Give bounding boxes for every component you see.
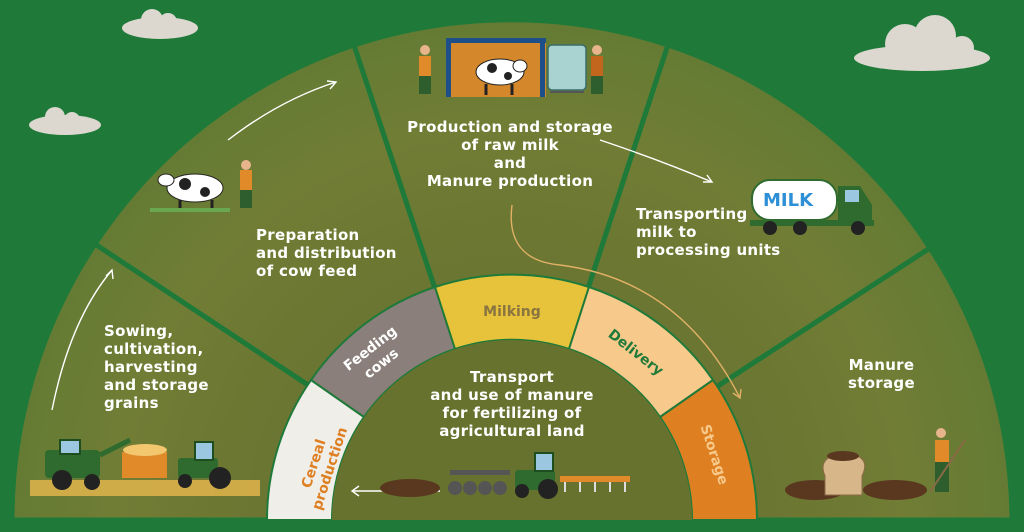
farmer-icon xyxy=(419,45,431,94)
cow-icon xyxy=(150,173,230,212)
tractor-icon xyxy=(178,441,231,489)
label-transport-milk: Transporting milk to processing units xyxy=(636,205,781,259)
inner-ring xyxy=(265,273,759,521)
wedge-milk-production xyxy=(350,17,672,528)
tractor-icon xyxy=(515,452,558,499)
cloud-icon xyxy=(854,15,990,71)
cow-icon xyxy=(475,58,528,95)
cultivator-icon xyxy=(448,470,510,495)
cloud-icon xyxy=(29,107,101,135)
ring-label-milking: Milking xyxy=(483,304,541,320)
label-manure-storage: Manure storage xyxy=(848,356,915,392)
arrow-milk-to-manure xyxy=(510,204,741,399)
combine-harvester-icon xyxy=(30,437,260,496)
cloud-icon xyxy=(122,9,198,39)
label-milk-production: Production and storage of raw milk and M… xyxy=(407,118,613,190)
center-area xyxy=(332,340,692,520)
arrow-milk-to-transport xyxy=(599,139,713,183)
pitchfork-icon xyxy=(929,439,966,493)
label-sowing: Sowing, cultivation, harvesting and stor… xyxy=(104,322,209,412)
milk-truck-icon: MILK xyxy=(750,179,874,235)
ring-storage xyxy=(658,378,759,521)
arrow-feed-to-milk xyxy=(227,81,337,141)
milk-tank-icon xyxy=(547,44,587,93)
farmer-icon xyxy=(240,160,252,208)
sack-icon xyxy=(822,451,866,496)
spreader-icon xyxy=(560,476,630,492)
truck-label: MILK xyxy=(763,190,814,211)
farmer-icon xyxy=(591,45,603,94)
manure-pile-icon xyxy=(380,479,440,497)
label-feed-preparation: Preparation and distribution of cow feed xyxy=(256,226,397,280)
arrow-sowing-to-feed xyxy=(51,269,113,411)
label-manure-transport: Transport and use of manure for fertiliz… xyxy=(430,368,594,440)
